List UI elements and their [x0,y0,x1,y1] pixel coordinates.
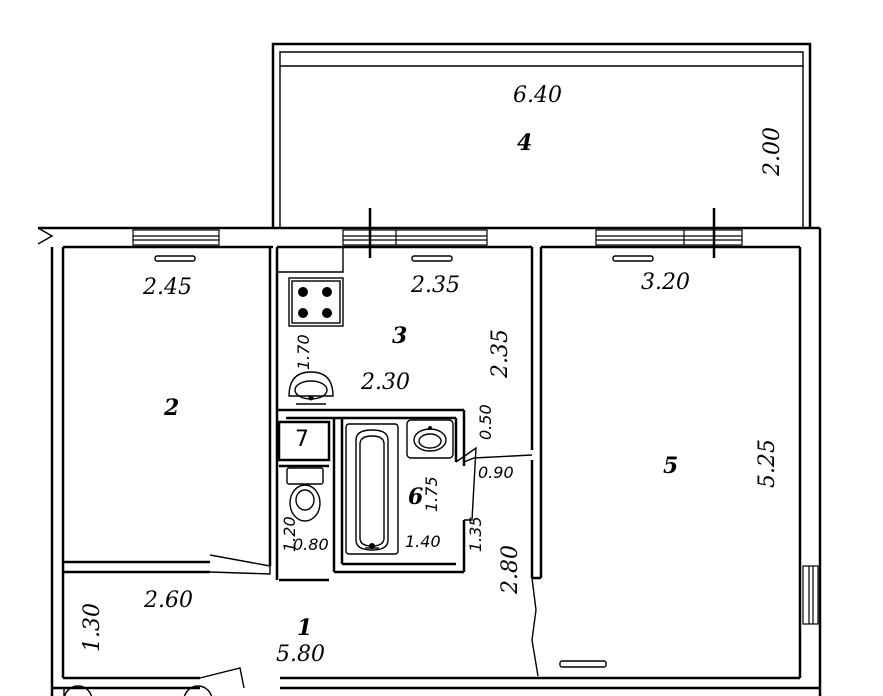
room-2-width-label: 2.45 [143,275,192,300]
window-room-5 [595,208,743,258]
door-bathroom [455,446,533,521]
radiator-room-1 [559,660,607,668]
room-5-number-label: 5 [663,453,679,479]
room-3-length-label: 2.35 [488,329,513,378]
window-room-2 [132,229,220,246]
door-entrance [199,667,245,689]
niche-width-label: 0.90 [478,463,514,482]
kitchen-sink-icon [288,371,334,405]
room-1-width-label: 5.80 [276,642,325,667]
interior-walls [63,247,543,582]
niche-depth-label: 0.50 [476,404,495,440]
stove-side-label: 1.70 [294,334,313,370]
room-3-depth-label: 2.30 [361,370,410,395]
outer-walls [37,226,822,696]
balcony-width-label: 6.40 [513,83,562,108]
bathtub-icon [345,423,399,555]
room-3-number-label: 3 [392,323,408,349]
balcony-outline [271,42,812,228]
room-6-length-label: 1.75 [422,476,441,512]
radiator-kitchen [411,255,453,262]
balcony-depth-label: 2.00 [760,127,785,176]
room-7-number-label: 7 [295,427,309,452]
room-3-width-label: 2.35 [411,273,460,298]
wc-length-label: 1.20 [280,516,299,552]
room-1-side-label: 2.60 [144,588,193,613]
toilet-icon [286,467,324,522]
door-room-5 [531,577,539,677]
passage-length-label: 2.80 [498,545,523,594]
window-kitchen [342,208,488,258]
bathroom-sink-icon [406,419,454,459]
radiator-room-2 [154,255,196,262]
room-5-length-label: 5.25 [755,439,780,488]
room-6-side-label: 1.35 [466,516,485,552]
room-1-depth-label: 1.30 [80,603,105,652]
room-6-number-label: 6 [408,484,424,510]
window-right-side [802,565,819,625]
room-1-number-label: 1 [297,615,313,641]
stove-icon [288,277,344,327]
wc-width-label: 0.80 [293,535,329,554]
room-2-number-label: 2 [164,395,180,421]
room-6-width-label: 1.40 [405,532,441,551]
balcony-number-label: 4 [517,130,533,156]
entrance-fixtures [63,685,213,696]
radiator-room-5 [612,255,654,262]
room-5-width-label: 3.20 [641,270,690,295]
door-room-2 [209,554,271,575]
